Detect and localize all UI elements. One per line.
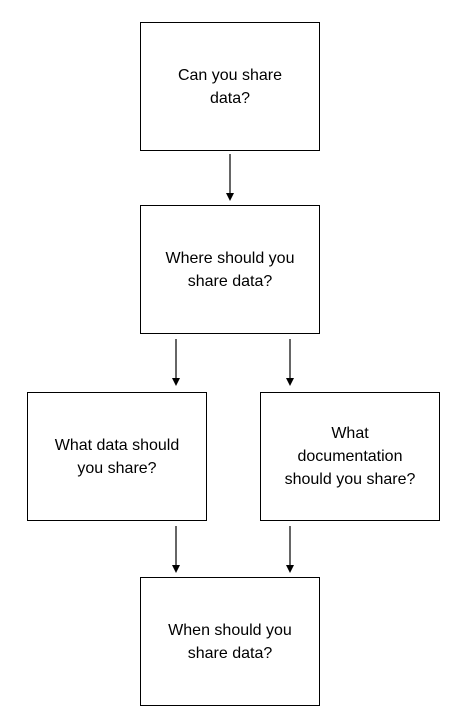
node-label: When should you share data? xyxy=(168,621,292,662)
node-label: Where should you share data? xyxy=(165,249,295,290)
node-can-you-share-data: Can you share data? xyxy=(140,22,320,151)
node-label: What documentation should you share? xyxy=(284,425,416,488)
node-when-should-you-share-data: When should you share data? xyxy=(140,577,320,706)
node-where-should-you-share-data: Where should you share data? xyxy=(140,205,320,334)
node-label: What data should you share? xyxy=(54,436,180,477)
node-what-documentation-should-you-share: What documentation should you share? xyxy=(260,392,440,521)
node-label: Can you share data? xyxy=(177,66,283,107)
node-what-data-should-you-share: What data should you share? xyxy=(27,392,207,521)
